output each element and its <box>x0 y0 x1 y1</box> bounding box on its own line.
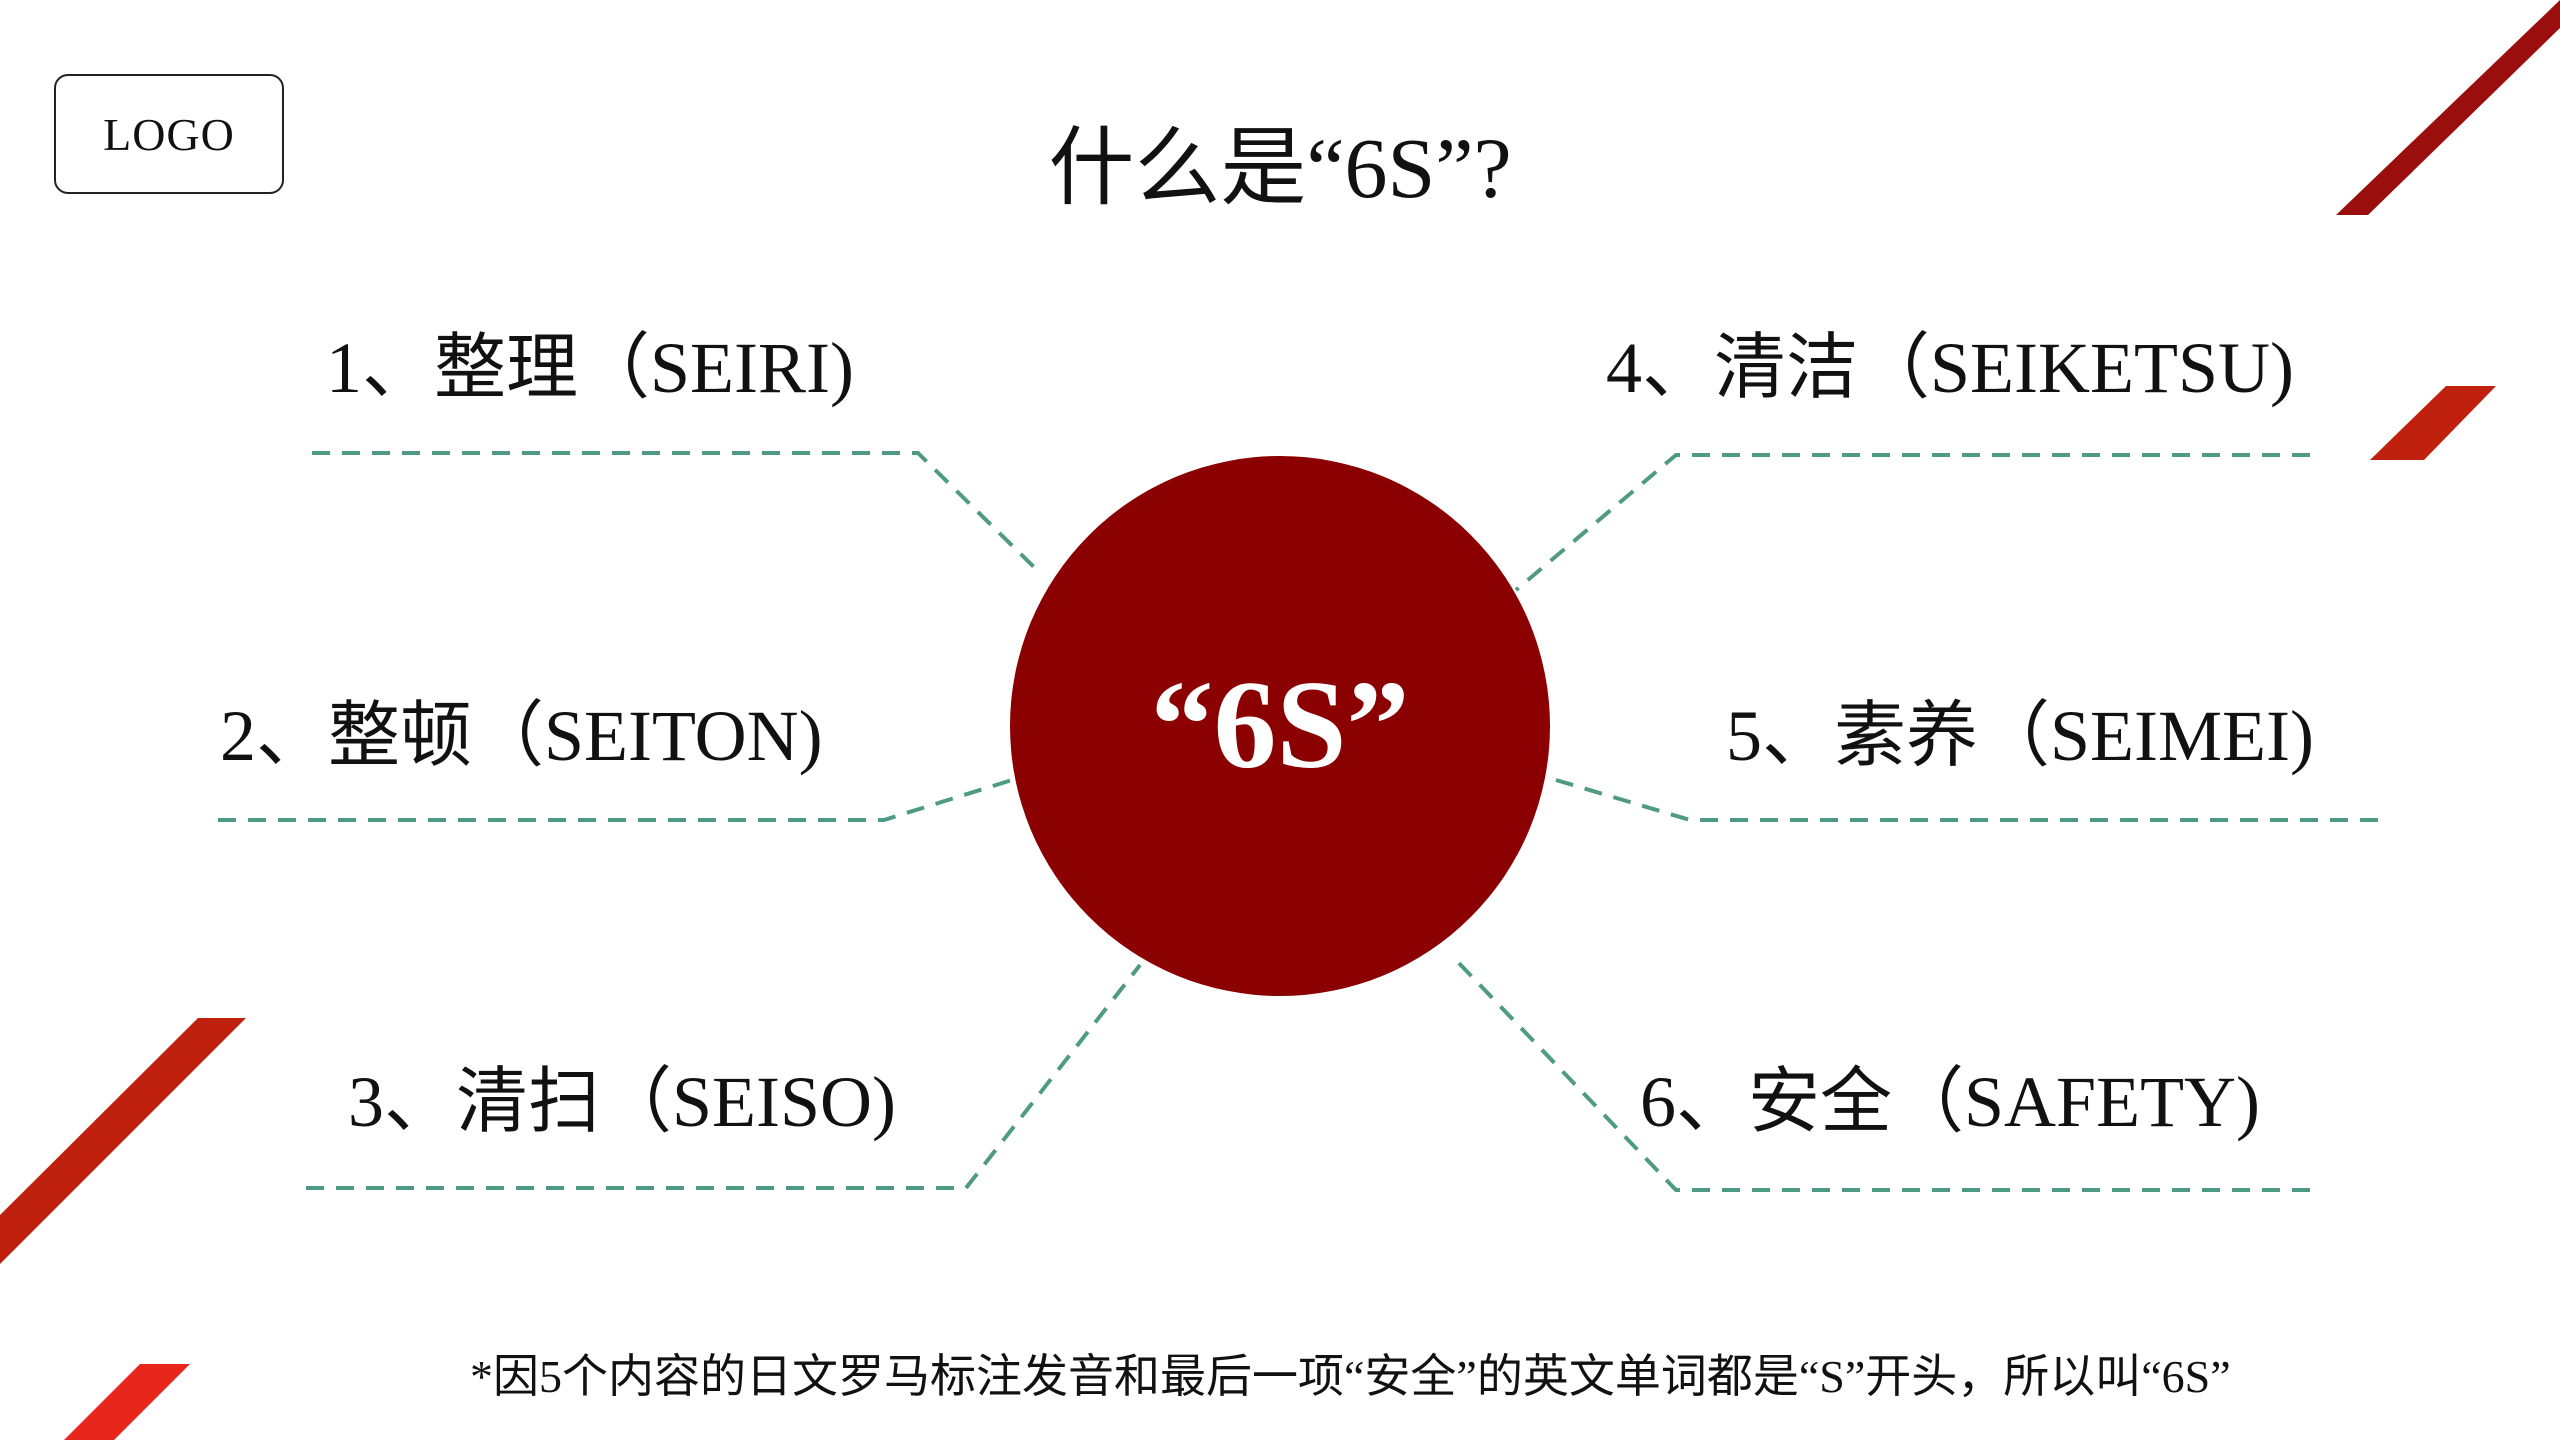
logo-box: LOGO <box>54 74 284 194</box>
connector-line-3 <box>306 963 1142 1190</box>
center-label-text: “6S” <box>1150 656 1410 795</box>
item-1-label: 1、整理（SEIRI) <box>326 328 854 408</box>
footnote: *因5个内容的日文罗马标注发音和最后一项“安全”的英文单词都是“S”开头，所以叫… <box>470 1351 2231 1402</box>
item-2-label: 2、整顿（SEITON) <box>220 696 823 776</box>
center-circle <box>1010 456 1550 996</box>
page-title: 什么是“6S”? <box>1048 120 1512 216</box>
decor-stripe-right-small <box>2370 386 2496 460</box>
item-4-label: 4、清洁（SEIKETSU) <box>1606 328 2294 408</box>
item-5-label: 5、素养（SEIMEI) <box>1726 696 2314 776</box>
connector-line-4 <box>1514 453 2310 592</box>
connector-line-5 <box>1555 778 2378 822</box>
logo-text: LOGO <box>103 108 235 160</box>
decor-stripe-bottom-left <box>0 1018 246 1264</box>
center-label: “6S” <box>1010 456 1550 996</box>
connector-line-6 <box>1454 958 2310 1192</box>
item-6-label: 6、安全（SAFETY) <box>1640 1062 2261 1142</box>
connector-line-1 <box>312 451 1042 575</box>
item-3-label: 3、清扫（SEISO) <box>348 1062 897 1142</box>
decor-stripe-bottom-left-small <box>64 1364 190 1440</box>
connector-line-2 <box>218 778 1013 822</box>
decor-stripe-top-right <box>2336 0 2560 215</box>
